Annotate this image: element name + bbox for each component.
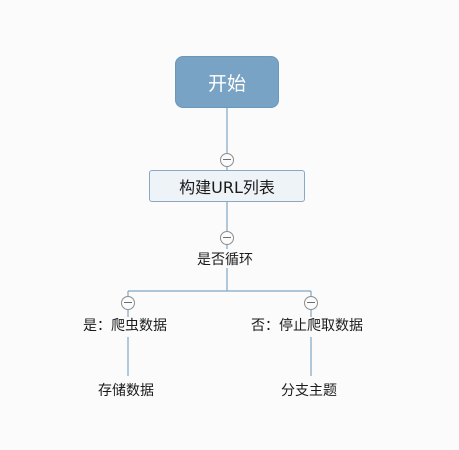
node-branch-no[interactable]: 否：停止爬取数据 xyxy=(251,318,363,334)
node-build-url-list-label: 构建URL列表 xyxy=(179,178,275,197)
node-decision-loop[interactable]: 是否循环 xyxy=(197,252,253,268)
node-leaf-store-data[interactable]: 存储数据 xyxy=(98,383,154,399)
collapse-toggle-branch-yes[interactable] xyxy=(121,296,135,310)
collapse-toggle-step1[interactable] xyxy=(220,231,234,245)
node-start[interactable]: 开始 xyxy=(175,56,279,108)
node-branch-yes[interactable]: 是：爬虫数据 xyxy=(83,318,167,334)
node-start-label: 开始 xyxy=(207,72,246,95)
node-build-url-list[interactable]: 构建URL列表 xyxy=(149,170,305,202)
collapse-toggle-root[interactable] xyxy=(220,153,234,167)
node-leaf-branch-topic[interactable]: 分支主题 xyxy=(281,383,337,399)
collapse-toggle-branch-no[interactable] xyxy=(304,296,318,310)
